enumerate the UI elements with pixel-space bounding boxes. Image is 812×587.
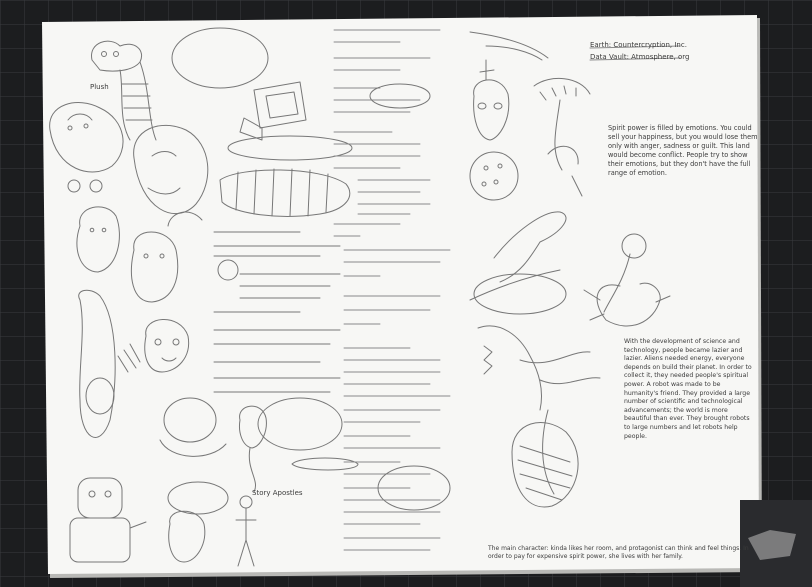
reclining-creature-sketch xyxy=(49,102,124,173)
eye-doodle-2 xyxy=(89,179,103,193)
carnivorous-plant-sketch xyxy=(583,233,671,327)
text-lines-left xyxy=(213,231,341,393)
caterpillar-sketch xyxy=(291,457,359,471)
speech-bubble-3 xyxy=(257,397,343,451)
coiled-cocoon-sketch xyxy=(511,422,579,508)
speech-bubble-5 xyxy=(377,465,451,511)
speech-bubble-2 xyxy=(227,135,353,161)
hooded-figure-sketch xyxy=(131,231,179,303)
bird-branch-sketch xyxy=(469,211,567,301)
blob-figure-sketch xyxy=(76,206,120,273)
header-line-1: Earth: Countercryption, Inc. xyxy=(590,41,687,49)
clawed-creature-sketch xyxy=(78,289,141,438)
tentacle-plant-sketch xyxy=(477,325,601,495)
spirit-power-paragraph: Spirit power is filled by emotions. You … xyxy=(608,124,758,177)
small-seed-sketch xyxy=(217,259,239,281)
main-character-paragraph: The main character: kinda likes her room… xyxy=(488,545,751,560)
story-apostles-label: Story Apostles xyxy=(252,489,303,497)
center-notes-lines xyxy=(333,29,451,551)
channel-logo xyxy=(748,530,796,560)
human-figure-sketch xyxy=(235,495,257,567)
wing-strokes-sketch xyxy=(469,31,549,81)
mask-face-sketch xyxy=(473,79,510,141)
speech-bubble-4 xyxy=(369,83,431,109)
right-header-underline xyxy=(589,45,681,61)
speech-bubble-6 xyxy=(473,273,567,315)
sleepy-creature-sketch xyxy=(133,124,209,227)
eye-doodle-1 xyxy=(67,179,81,193)
baby-face-sketch xyxy=(144,319,190,373)
robot-sketch xyxy=(69,477,147,563)
hooked-plant-sketch xyxy=(533,77,591,197)
paper-sheet xyxy=(42,15,759,574)
egg-creature-sketch xyxy=(159,397,227,457)
small-creature-sketch xyxy=(167,481,229,563)
computer-monitor-sketch xyxy=(239,81,307,141)
plush-label: Plush xyxy=(90,83,109,91)
history-paragraph: With the development of science and tech… xyxy=(624,338,754,440)
round-seedpod-sketch xyxy=(469,151,519,201)
segmented-larva-sketch xyxy=(219,168,351,217)
worm-creature-sketch xyxy=(91,40,157,141)
header-line-2: Data Vault: Atmosphere, org xyxy=(590,53,690,61)
speech-bubble-1 xyxy=(171,27,269,89)
